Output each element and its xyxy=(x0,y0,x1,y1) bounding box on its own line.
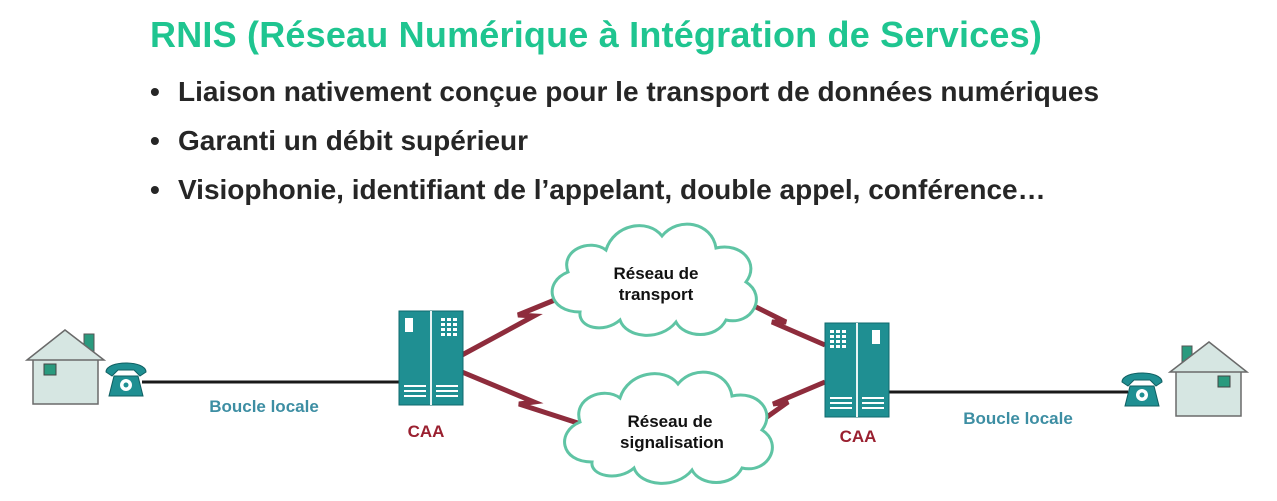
cloud-transport xyxy=(550,222,758,337)
bullet-list: • Liaison nativement conçue pour le trans… xyxy=(150,72,1099,219)
link-left-signalisation xyxy=(461,369,588,429)
caa-right-label: CAA xyxy=(840,427,877,446)
cloud-signalisation-label-line2: signalisation xyxy=(620,433,724,452)
caa-left-label: CAA xyxy=(408,422,445,441)
bullet-item: • Visiophonie, identifiant de l’appelant,… xyxy=(150,170,1099,219)
link-left-transport xyxy=(460,292,568,358)
caa-switch-right-icon xyxy=(824,322,890,418)
cloud-signalisation xyxy=(563,370,774,485)
telephone-right-icon xyxy=(1121,372,1163,407)
local-loop-left-label: Boucle locale xyxy=(209,397,319,416)
house-left-icon xyxy=(24,329,107,405)
bullet-dot: • xyxy=(150,125,160,156)
caa-switch-left-icon xyxy=(398,310,464,406)
bullet-text: Garanti un débit supérieur xyxy=(178,125,529,156)
bullet-item: • Garanti un débit supérieur xyxy=(150,121,1099,170)
bullet-text: Liaison nativement conçue pour le transp… xyxy=(178,76,1100,107)
cloud-transport-label-line1: Réseau de xyxy=(613,264,698,283)
house-right-icon xyxy=(1167,341,1250,417)
bullet-item: • Liaison nativement conçue pour le trans… xyxy=(150,72,1099,121)
cloud-transport-label-line2: transport xyxy=(619,285,694,304)
bullet-dot: • xyxy=(150,76,160,107)
link-signalisation-right xyxy=(758,379,826,425)
telephone-left-icon xyxy=(105,362,147,397)
local-loop-right-label: Boucle locale xyxy=(963,409,1073,428)
bullet-text: Visiophonie, identifiant de l’appelant, … xyxy=(178,174,1046,205)
link-transport-right xyxy=(740,297,826,348)
bullet-dot: • xyxy=(150,174,160,205)
slide-title: RNIS (Réseau Numérique à Intégration de … xyxy=(150,14,1043,55)
cloud-signalisation-label-line1: Réseau de xyxy=(627,412,712,431)
